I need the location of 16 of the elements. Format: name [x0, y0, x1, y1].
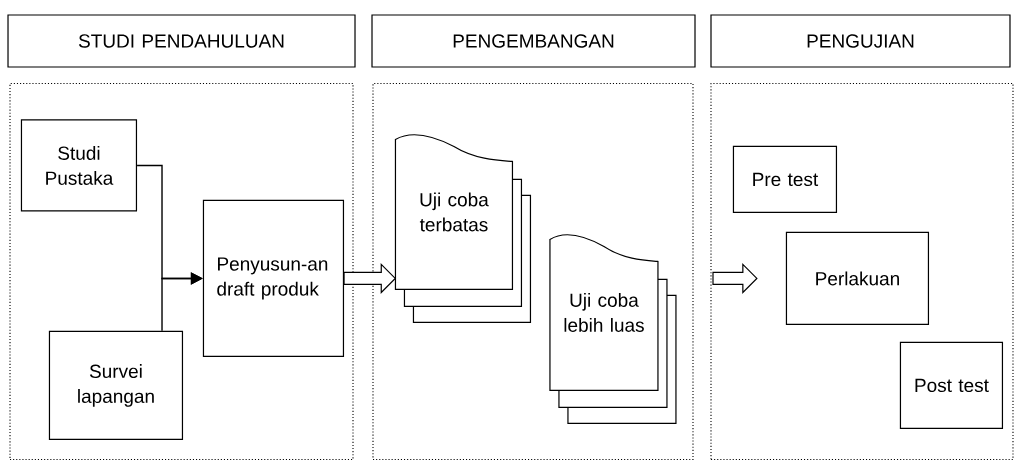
block-arrow: [343, 263, 397, 294]
document-stack: Uji coba lebih luas: [549, 234, 677, 425]
header-box: PENGEMBANGAN: [371, 14, 696, 68]
document-stack: Uji coba terbatas: [394, 134, 532, 324]
process-box: Studi Pustaka: [20, 119, 138, 212]
process-box: Survei lapangan: [48, 330, 184, 441]
process-box: Perlakuan: [785, 231, 930, 326]
header-box: PENGUJIAN: [710, 14, 1011, 68]
block-arrow: [712, 263, 758, 294]
header-box: STUDI PENDAHULUAN: [7, 14, 356, 68]
dotted-panel: [710, 82, 1014, 461]
process-box: Penyusun-an draft produk: [202, 199, 345, 358]
dotted-panel: [9, 82, 354, 461]
process-box: Post test: [899, 341, 1004, 430]
process-box: Pre test: [732, 145, 838, 214]
dotted-panel: [372, 82, 694, 461]
